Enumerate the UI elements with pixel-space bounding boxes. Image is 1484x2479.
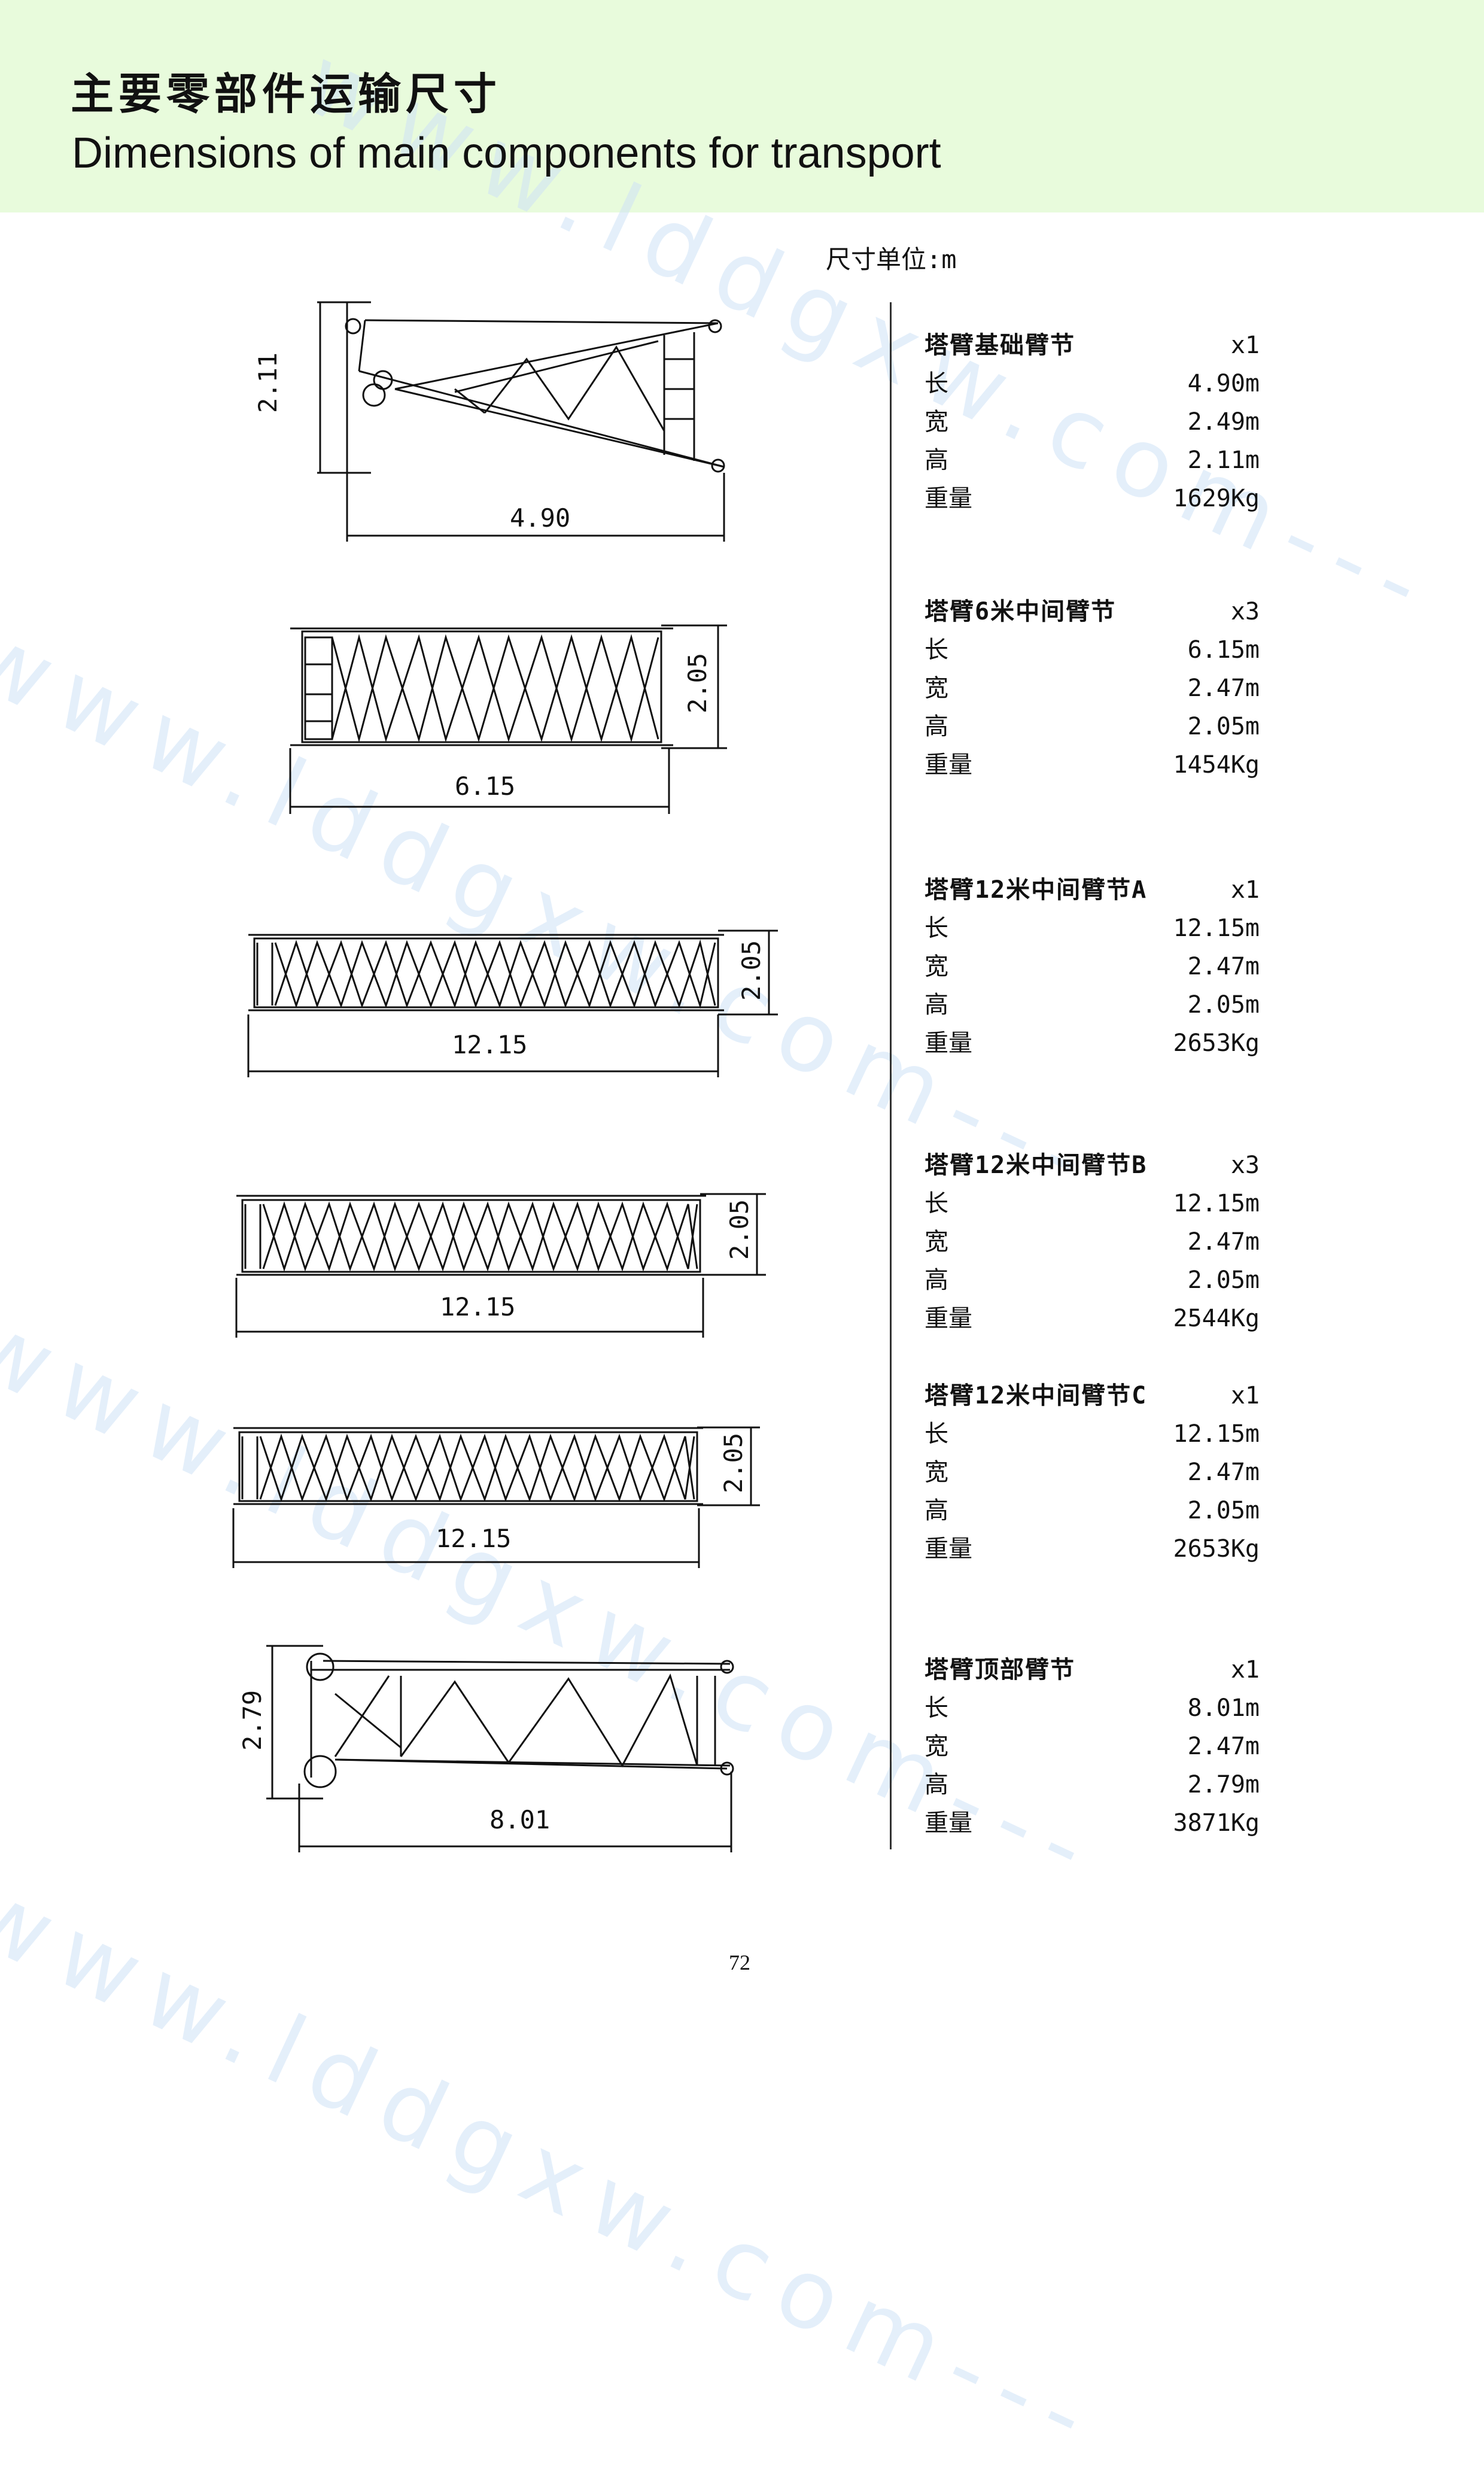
component-qty: x3 [1230, 598, 1260, 625]
length-value: 12.15m [1173, 915, 1260, 942]
dim-length-label: 4.90 [510, 503, 570, 533]
length-label: 长 [925, 1190, 948, 1217]
width-label: 宽 [925, 408, 948, 436]
component-name: 塔臂顶部臂节 [925, 1656, 1075, 1684]
dim-height-label: 2.05 [719, 1433, 748, 1493]
dim-height-label: 2.79 [238, 1690, 267, 1751]
drawing-top-jib-section [266, 1645, 734, 1852]
component-drawings: 4.90 2.11 6.15 2.05 12.15 2.05 12.15 2.0… [232, 301, 778, 1852]
width-value: 2.47m [1187, 1733, 1260, 1760]
dim-length-label: 12.15 [436, 1524, 511, 1553]
weight-value: 3871Kg [1173, 1809, 1260, 1837]
width-label: 宽 [925, 1459, 948, 1486]
component-name: 塔臂6米中间臂节 [925, 598, 1117, 625]
weight-label: 重量 [925, 1029, 972, 1057]
component-name: 塔臂12米中间臂节C [925, 1382, 1148, 1409]
header-band [0, 0, 1484, 212]
page-title-cn: 主要零部件运输尺寸 [71, 69, 502, 119]
length-value: 6.15m [1187, 636, 1260, 664]
dim-length-label: 12.15 [452, 1030, 527, 1059]
drawing-6m-section [289, 624, 727, 814]
component-qty: x1 [1230, 1656, 1260, 1684]
component-qty: x3 [1230, 1152, 1260, 1179]
column-divider [890, 302, 892, 1849]
component-qty: x1 [1230, 1382, 1260, 1409]
height-value: 2.79m [1187, 1771, 1260, 1799]
spec-block: 塔臂12米中间臂节C x1 长 12.15m 宽 2.47m 高 2.05m 重量 265… [925, 1377, 1260, 1568]
component-qty: x1 [1230, 332, 1260, 359]
dim-height-label: 2.11 [253, 353, 282, 413]
dim-length-label: 12.15 [440, 1292, 515, 1321]
component-name: 塔臂基础臂节 [925, 332, 1075, 359]
drawing-12m-section-a [247, 929, 778, 1077]
component-name: 塔臂12米中间臂节A [925, 876, 1148, 904]
weight-label: 重量 [925, 1305, 972, 1332]
page-title-en: Dimensions of main components for transp… [72, 129, 941, 177]
length-label: 长 [925, 1694, 948, 1722]
height-label: 高 [925, 1266, 948, 1294]
dim-length-label: 8.01 [489, 1805, 550, 1834]
weight-value: 1454Kg [1173, 751, 1260, 779]
dim-height-label: 2.05 [725, 1199, 754, 1260]
weight-label: 重量 [925, 751, 972, 779]
length-label: 长 [925, 370, 948, 397]
width-label: 宽 [925, 1733, 948, 1760]
width-label: 宽 [925, 1228, 948, 1256]
height-value: 2.05m [1187, 991, 1260, 1019]
spec-block: 塔臂基础臂节 x1 长 4.90m 宽 2.49m 高 2.11m 重量 1629Kg [925, 326, 1260, 518]
weight-value: 2653Kg [1173, 1535, 1260, 1563]
weight-label: 重量 [925, 485, 972, 512]
page-number: 72 [729, 1951, 750, 1974]
height-label: 高 [925, 991, 948, 1019]
spec-block: 塔臂12米中间臂节A x1 长 12.15m 宽 2.47m 高 2.05m 重量 265… [925, 871, 1260, 1062]
drawing-12m-section-c [232, 1426, 760, 1568]
length-label: 长 [925, 636, 948, 664]
length-value: 12.15m [1173, 1190, 1260, 1217]
height-label: 高 [925, 446, 948, 474]
length-label: 长 [925, 915, 948, 942]
weight-label: 重量 [925, 1535, 972, 1563]
weight-value: 2653Kg [1173, 1029, 1260, 1057]
height-value: 2.05m [1187, 1497, 1260, 1524]
width-value: 2.47m [1187, 675, 1260, 702]
length-value: 8.01m [1187, 1694, 1260, 1722]
width-label: 宽 [925, 675, 948, 702]
spec-block: 塔臂顶部臂节 x1 长 8.01m 宽 2.47m 高 2.79m 重量 3871Kg [925, 1651, 1260, 1842]
drawing-base-jib-section [317, 301, 725, 542]
height-label: 高 [925, 1771, 948, 1799]
height-value: 2.05m [1187, 1266, 1260, 1294]
spec-block: 塔臂12米中间臂节B x3 长 12.15m 宽 2.47m 高 2.05m 重量 254… [925, 1146, 1260, 1338]
width-value: 2.47m [1187, 1459, 1260, 1486]
width-value: 2.47m [1187, 953, 1260, 980]
weight-label: 重量 [925, 1809, 972, 1837]
weight-value: 1629Kg [1173, 485, 1260, 512]
width-label: 宽 [925, 953, 948, 980]
unit-label: 尺寸单位:m [826, 245, 957, 274]
length-label: 长 [925, 1420, 948, 1448]
component-qty: x1 [1230, 876, 1260, 904]
component-name: 塔臂12米中间臂节B [925, 1152, 1148, 1179]
height-label: 高 [925, 713, 948, 740]
dim-height-label: 2.05 [737, 940, 766, 1001]
width-value: 2.47m [1187, 1228, 1260, 1256]
height-value: 2.05m [1187, 713, 1260, 740]
dim-height-label: 2.05 [683, 653, 712, 713]
length-value: 4.90m [1187, 370, 1260, 397]
length-value: 12.15m [1173, 1420, 1260, 1448]
dim-length-label: 6.15 [455, 771, 515, 801]
spec-block: 塔臂6米中间臂节 x3 长 6.15m 宽 2.47m 高 2.05m 重量 1454Kg [925, 593, 1260, 784]
width-value: 2.49m [1187, 408, 1260, 436]
weight-value: 2544Kg [1173, 1305, 1260, 1332]
height-value: 2.11m [1187, 446, 1260, 474]
height-label: 高 [925, 1497, 948, 1524]
drawing-12m-section-b [235, 1193, 766, 1338]
